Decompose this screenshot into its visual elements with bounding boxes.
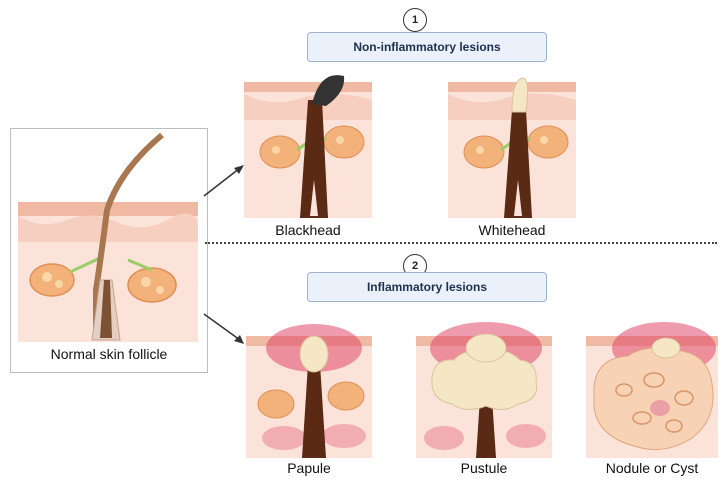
blackhead-label: Blackhead — [242, 222, 374, 238]
arrow-to-inflammatory — [200, 310, 250, 350]
section-1-title: Non-inflammatory lesions — [307, 32, 547, 62]
blackhead-illustration — [242, 70, 374, 220]
pustule-illustration — [414, 318, 554, 458]
nodule-cyst-illustration — [584, 318, 720, 458]
section-divider — [205, 242, 717, 244]
whitehead-label: Whitehead — [446, 222, 578, 238]
section-1-number: 1 — [403, 8, 427, 32]
section-2-title: Inflammatory lesions — [307, 272, 547, 302]
normal-follicle-label: Normal skin follicle — [10, 346, 208, 362]
normal-follicle-illustration — [12, 130, 204, 340]
papule-label: Papule — [244, 460, 374, 476]
nodule-cyst-label: Nodule or Cyst — [584, 460, 720, 476]
papule-illustration — [244, 318, 374, 458]
whitehead-illustration — [446, 70, 578, 220]
pustule-label: Pustule — [414, 460, 554, 476]
